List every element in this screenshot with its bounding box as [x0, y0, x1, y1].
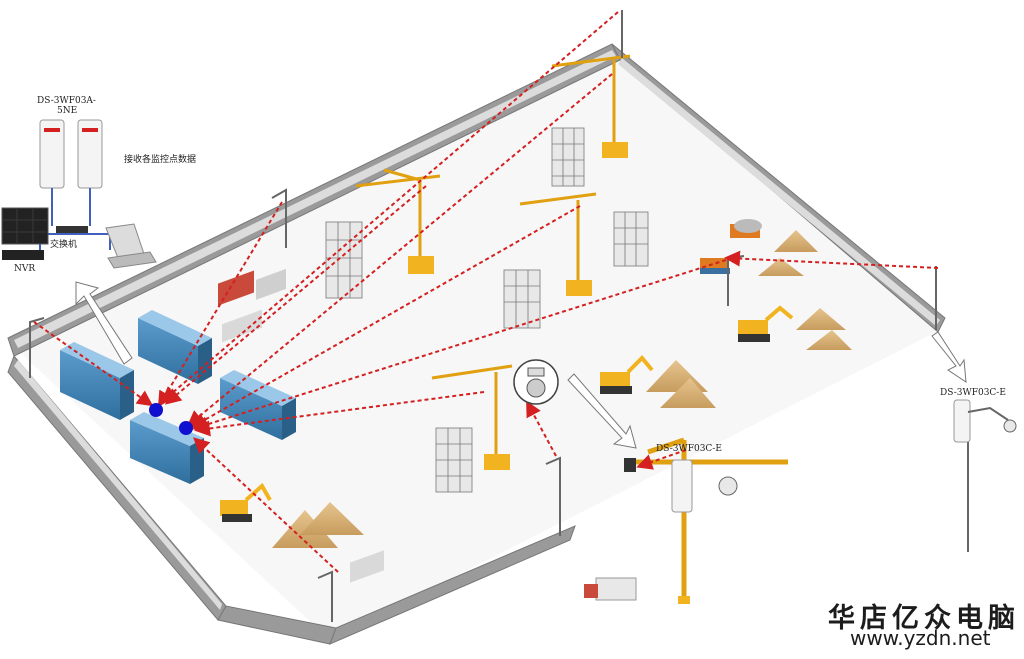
monitor-wall — [1, 207, 49, 245]
lamp-pole — [29, 317, 45, 378]
building — [60, 342, 134, 420]
scaffold-tower — [551, 127, 585, 187]
wireless-link — [194, 391, 485, 437]
sand-pile — [806, 330, 852, 350]
dome-camera — [718, 476, 738, 496]
vehicles — [220, 219, 794, 601]
tower-crane — [519, 192, 597, 296]
watermark-brand: 华店亿众电脑 — [828, 603, 1020, 634]
control-room-equipment — [1, 119, 157, 269]
hub-point — [179, 421, 193, 435]
sand-piles — [272, 230, 852, 548]
scaffold-tower — [435, 427, 473, 493]
wireless-link — [33, 321, 154, 407]
network-switch — [56, 226, 88, 234]
wireless-links — [33, 11, 939, 573]
crane-mounted-equipment — [624, 458, 738, 513]
nvr-device — [2, 250, 44, 260]
callout-arrows — [75, 281, 967, 449]
mixer-truck — [730, 219, 762, 238]
right-ap-label: DS-3WF03C-E — [940, 388, 1006, 398]
tower-crane — [551, 54, 631, 158]
wireless-link — [164, 185, 427, 405]
lamp-pole — [271, 188, 287, 248]
hub-point — [149, 403, 163, 417]
ptz-camera-bubble — [513, 359, 559, 405]
building — [220, 370, 296, 440]
lamp-pole — [317, 570, 333, 622]
wireless-link — [724, 250, 939, 269]
receive-text-label: 接收各监控点数据 — [124, 155, 197, 165]
wall-tops — [14, 50, 940, 610]
switch-label: 交换机 — [50, 240, 78, 250]
wireless-link — [157, 201, 283, 408]
sand-pile — [796, 308, 846, 330]
ap-model-suffix-label: 5NE — [57, 106, 78, 116]
wireless-ap-unit — [953, 399, 971, 443]
wireless-link — [160, 11, 619, 403]
tower-crane — [431, 364, 513, 470]
tower-crane — [355, 168, 441, 274]
wireless-link — [636, 449, 687, 470]
wireless-link — [526, 400, 557, 457]
nvr-label: NVR — [14, 264, 36, 274]
sand-pile — [660, 378, 716, 408]
sand-pile — [272, 510, 338, 548]
wireless-link — [193, 437, 339, 573]
callout-arrow-to-ap — [75, 281, 133, 365]
dome-camera — [1003, 419, 1017, 433]
excavator — [600, 355, 654, 394]
watermark-url: www.yzdn.net — [850, 626, 991, 650]
site-ground — [12, 52, 940, 640]
sand-pile — [758, 258, 804, 276]
sand-pile — [774, 230, 818, 252]
delivery-truck — [584, 577, 637, 601]
wireless-link — [192, 259, 727, 433]
excavator — [738, 305, 794, 342]
dump-truck — [700, 258, 730, 274]
scaffold-tower — [503, 269, 541, 329]
wireless-ap-unit — [671, 459, 693, 513]
crane-ap-label: DS-3WF03C-E — [656, 444, 722, 454]
sand-pile — [300, 502, 364, 535]
lamp-pole — [545, 456, 561, 536]
wireless-link — [186, 73, 613, 427]
excavator — [220, 482, 272, 522]
scaffold-tower — [613, 211, 649, 267]
callout-arrow-to-crane-ap — [567, 373, 637, 449]
material-stacks — [218, 268, 384, 583]
laptop — [105, 223, 157, 269]
ap-model-label: DS-3WF03A- — [37, 96, 96, 106]
right-pole-equipment — [953, 399, 1017, 443]
callout-arrow-to-right-ap — [931, 331, 967, 383]
